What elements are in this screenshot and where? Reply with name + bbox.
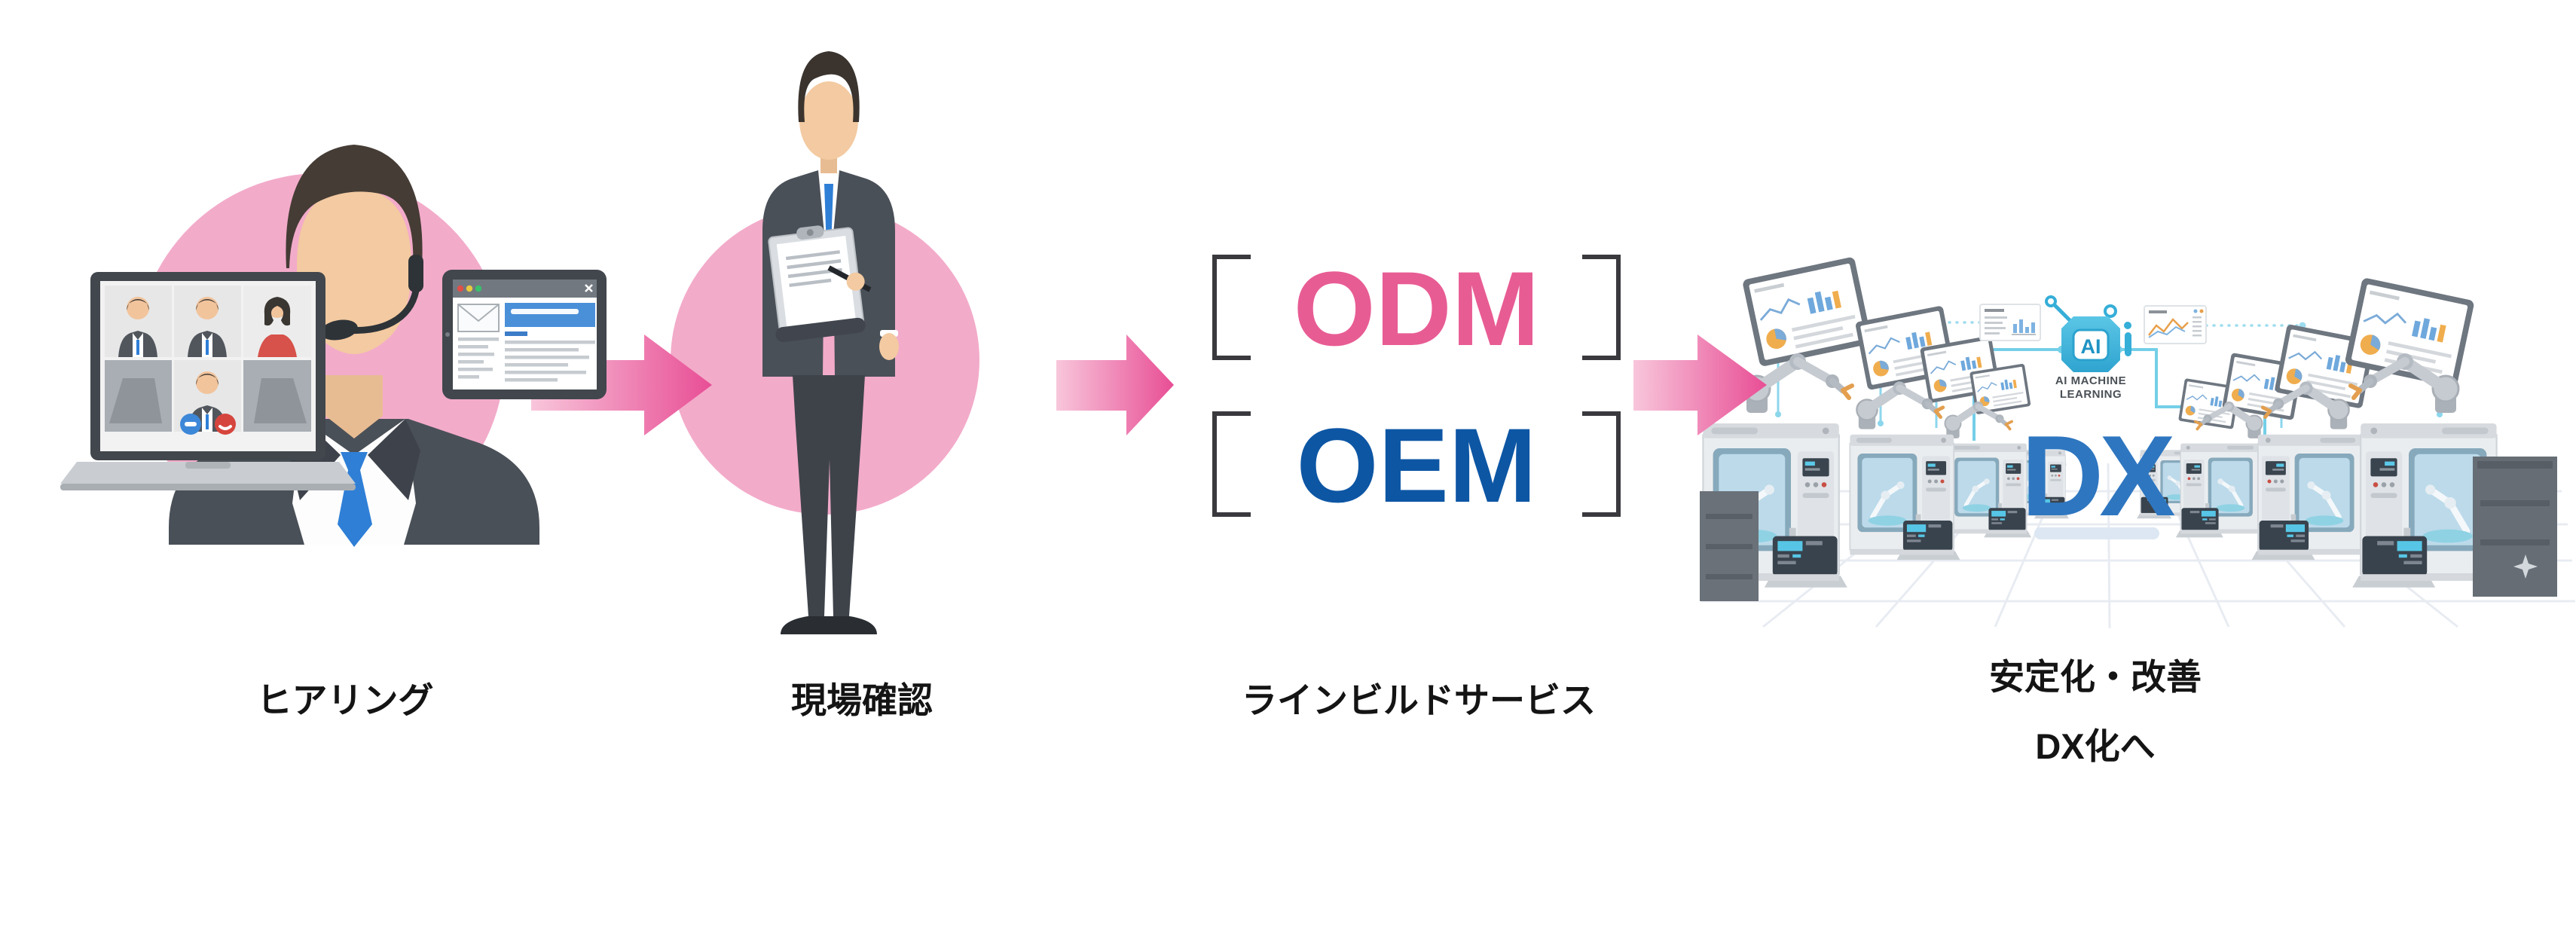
oem-left-bracket (1212, 411, 1251, 517)
step-label-line-build-service: ラインビルドサービス (1242, 680, 1596, 720)
odm-left-bracket (1212, 255, 1251, 360)
machine-row-right (2135, 423, 2496, 588)
odm-text: ODM (1294, 249, 1540, 368)
document-tablet (442, 270, 607, 399)
report-card-bars (1979, 304, 2041, 341)
equipment-cabinet-right (2473, 457, 2557, 597)
step-label-dx: DX化へ (2035, 726, 2155, 766)
clipboard (768, 225, 872, 343)
step-label-hearing: ヒアリング (257, 680, 434, 720)
ai-machine-learning-icon: AI AI MACHINE LEARNING (2045, 295, 2131, 401)
arrow-step1-to-step2 (531, 334, 712, 435)
dx-underline (2034, 527, 2159, 539)
step-label-stabilization: 安定化・改善 (1989, 657, 2202, 697)
oem-badge: OEM (1212, 406, 1621, 524)
site-inspector-illustration (762, 51, 899, 634)
mute-button-icon (180, 414, 201, 435)
ai-chip-text: AI (2081, 335, 2101, 358)
odm-right-bracket (1582, 255, 1621, 360)
agent-tie (341, 452, 368, 470)
arrow-step3-to-step4 (1633, 334, 1767, 435)
ai-caption-line1: AI MACHINE (2055, 374, 2126, 387)
video-call-laptop (60, 272, 356, 490)
headset-icon (320, 255, 423, 341)
tablet-camera-icon (445, 332, 450, 337)
ai-caption-line2: LEARNING (2060, 388, 2122, 401)
close-icon (585, 284, 593, 292)
step-label-site-check: 現場確認 (791, 680, 933, 720)
envelope-icon (457, 304, 500, 332)
odm-badge: ODM (1212, 249, 1621, 368)
arrow-step2-to-step3 (1056, 334, 1174, 435)
oem-right-bracket (1582, 411, 1621, 517)
end-call-button-icon (215, 414, 236, 435)
smart-factory-illustration: AI AI MACHINE LEARNING (1700, 255, 2575, 629)
site-check-circle-background (671, 206, 979, 515)
sparkle-icon (2513, 554, 2538, 579)
report-card-linechart (2144, 305, 2207, 344)
oem-text: OEM (1297, 406, 1537, 524)
equipment-cabinet-left (1700, 491, 1759, 601)
dx-overlay-text: DX (2021, 412, 2175, 540)
video-call-woman (258, 297, 297, 357)
